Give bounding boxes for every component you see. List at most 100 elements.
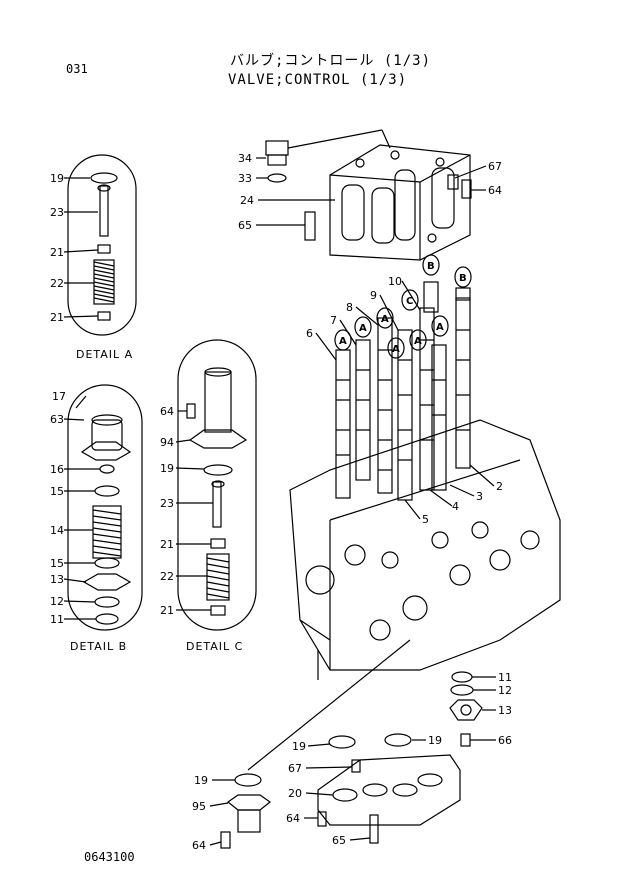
detail-b-oring [95, 613, 119, 625]
detail-a-retainer-top [97, 244, 111, 254]
detail-b: 17 63 16 15 14 15 13 12 11 DETAIL B [50, 384, 143, 653]
detail-c: 64 94 19 23 21 22 21 DETAIL C [160, 339, 257, 653]
spool-7 [355, 339, 371, 481]
detail-b-seat-bottom [94, 557, 120, 569]
spool-b [455, 297, 471, 469]
detail-b-cap [91, 419, 123, 451]
detail-a-frame [67, 154, 137, 336]
detail-b-label-15: 15 [50, 485, 64, 498]
bottom-label-19c: 19 [194, 774, 208, 787]
detail-c-label-94: 94 [160, 436, 174, 449]
spool-label-4: 4 [452, 500, 459, 513]
bottom-label-19a: 19 [292, 740, 306, 753]
detail-a-spring [93, 259, 115, 305]
svg-text:A: A [359, 323, 367, 334]
detail-b-label-16: 16 [50, 463, 64, 476]
top-cover: 34 33 24 65 67 64 [238, 129, 502, 261]
detail-c-bolt [186, 403, 196, 419]
top-cover-oring [267, 173, 287, 183]
detail-c-label-21: 21 [160, 538, 174, 551]
detail-c-sleeve [204, 371, 232, 433]
bottom-label-95: 95 [192, 800, 206, 813]
detail-c-spring [206, 553, 230, 601]
bottom-label-67: 67 [288, 762, 302, 775]
right-side-parts: 11 12 13 66 [449, 671, 512, 747]
detail-c-label-21b: 21 [160, 604, 174, 617]
detail-a-label-23: 23 [50, 206, 64, 219]
bubble-a-3: A [376, 307, 394, 329]
detail-c-label-22: 22 [160, 570, 174, 583]
title-english: VALVE;CONTROL (1/3) [228, 72, 408, 88]
spool-label-6: 6 [306, 327, 313, 340]
top-cover-plug [265, 140, 289, 156]
bottom-plug [351, 759, 361, 773]
top-cover-body [329, 144, 471, 261]
detail-c-oring [203, 464, 233, 476]
bottom-bolt-2 [317, 811, 327, 827]
bottom-bolt-1 [220, 831, 231, 849]
detail-b-plug [99, 464, 115, 474]
top-label-24: 24 [240, 194, 254, 207]
detail-b-label-63: 63 [50, 413, 64, 426]
bottom-label-64b: 64 [286, 812, 300, 825]
top-label-34: 34 [238, 152, 252, 165]
detail-b-spring [92, 505, 122, 559]
bubble-c: C [401, 289, 419, 311]
top-cover-side-bolt [461, 179, 472, 199]
detail-c-flange [188, 429, 248, 449]
bottom-label-65: 65 [332, 834, 346, 847]
spool-label-2: 2 [496, 480, 503, 493]
detail-b-label-11: 11 [50, 613, 64, 626]
spool-9 [397, 329, 413, 501]
detail-b-label-17: 17 [52, 390, 66, 403]
detail-c-label-19: 19 [160, 462, 174, 475]
spool-label-3: 3 [476, 490, 483, 503]
right-flange [449, 699, 483, 721]
bottom-cover-body [317, 754, 461, 826]
bottom-label-20: 20 [288, 787, 302, 800]
detail-b-frame [67, 384, 143, 631]
bottom-label-64a: 64 [192, 839, 206, 852]
bubble-a-2: A [354, 316, 372, 338]
right-ring [450, 684, 474, 696]
bubble-a-4: A [387, 337, 405, 359]
detail-b-ring [94, 596, 120, 608]
svg-text:C: C [406, 296, 413, 307]
svg-text:A: A [436, 322, 444, 333]
right-bolt [460, 733, 471, 747]
detail-b-caption: DETAIL B [70, 640, 127, 653]
svg-text:A: A [339, 336, 347, 347]
spool-6 [335, 349, 351, 499]
top-label-64: 64 [488, 184, 502, 197]
detail-a-label-22: 22 [50, 277, 64, 290]
right-label-11: 11 [498, 671, 512, 684]
detail-a-caption: DETAIL A [76, 348, 133, 361]
detail-b-flange [80, 441, 132, 461]
detail-a-label-21b: 21 [50, 311, 64, 324]
bottom-oring-3 [234, 773, 262, 787]
drawing-number: 0643100 [84, 850, 135, 864]
title-japanese: バルブ;コントロール (1/3) [230, 53, 432, 69]
detail-c-retainer-bottom [210, 605, 226, 616]
right-label-66: 66 [498, 734, 512, 747]
top-label-67: 67 [488, 160, 502, 173]
bottom-bolt-3 [369, 814, 379, 844]
detail-c-pin [212, 481, 222, 528]
right-oring [451, 671, 473, 683]
spool-label-8: 8 [346, 301, 353, 314]
bubble-a-6: A [431, 315, 449, 337]
detail-b-label-12: 12 [50, 595, 64, 608]
detail-b-base [82, 573, 132, 591]
page-number: 031 [66, 62, 88, 76]
top-label-33: 33 [238, 172, 252, 185]
spool-10a [419, 307, 435, 491]
bottom-label-19b: 19 [428, 734, 442, 747]
bottom-flange [226, 794, 272, 811]
bubble-b-1: B [422, 254, 440, 276]
detail-b-label-15b: 15 [50, 557, 64, 570]
top-cover-small-plug [447, 174, 459, 190]
detail-c-retainer-top [210, 538, 226, 549]
spool-label-5: 5 [422, 513, 429, 526]
bottom-oring-1 [328, 735, 356, 749]
